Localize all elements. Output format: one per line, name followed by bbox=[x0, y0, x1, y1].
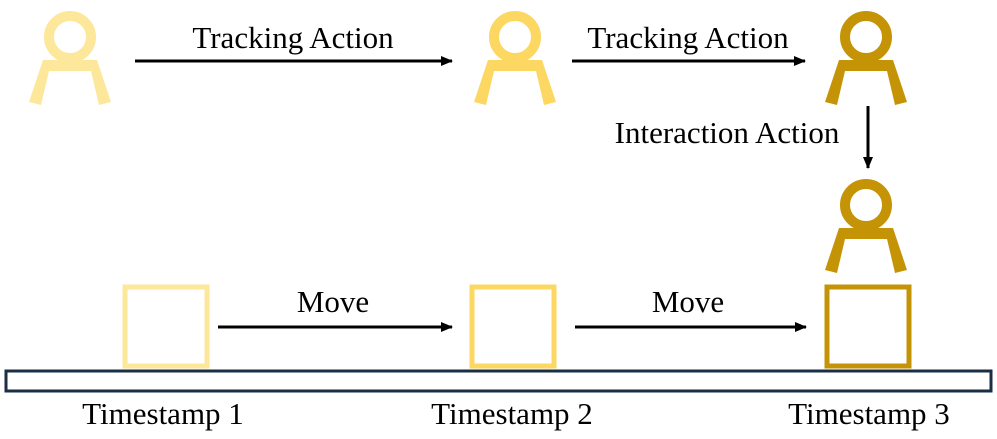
square-object-icon bbox=[122, 284, 210, 369]
timestamp-label-1: Timestamp 1 bbox=[82, 396, 244, 431]
robot-gripper-icon bbox=[825, 179, 907, 273]
tracking-action-label-1: Tracking Action bbox=[192, 20, 394, 55]
square-object-icon bbox=[469, 284, 557, 369]
table-surface bbox=[4, 369, 993, 393]
timestamp-label-2: Timestamp 2 bbox=[431, 396, 593, 431]
move-label-2: Move bbox=[652, 284, 724, 319]
interaction-action-label: Interaction Action bbox=[615, 115, 840, 150]
robot-gripper-icon bbox=[474, 11, 556, 105]
move-label-1: Move bbox=[297, 284, 369, 319]
square-object-icon bbox=[824, 284, 912, 369]
robot-gripper-icon bbox=[825, 11, 907, 105]
robot-gripper-icon bbox=[29, 11, 111, 105]
timestamp-label-3: Timestamp 3 bbox=[788, 396, 950, 431]
tracking-action-label-2: Tracking Action bbox=[587, 20, 789, 55]
